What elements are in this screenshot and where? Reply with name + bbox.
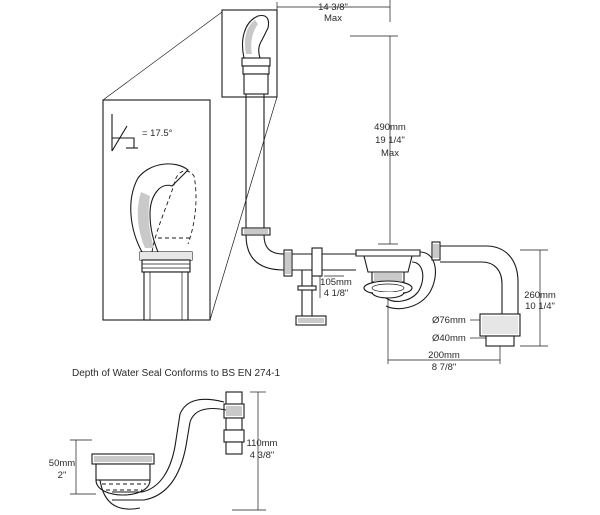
- bottom-dimension-lines: [70, 391, 266, 511]
- horiz-in: 8 7/8": [432, 362, 457, 373]
- outlet-height-in: 4 1/8": [324, 288, 349, 299]
- trap2-in: 4 3/8": [250, 450, 275, 461]
- angle-symbol: [111, 114, 138, 152]
- trap-assembly: [355, 241, 521, 347]
- caption-title: Depth of Water Seal Conforms to BS EN 27…: [72, 368, 280, 379]
- top-width-dim: 14 3/8": [318, 2, 348, 13]
- horiz-mm: 200mm: [428, 350, 460, 361]
- seal-mm: 50mm: [49, 458, 75, 469]
- top-width-max: Max: [324, 13, 342, 24]
- height-dim-mm: 490mm: [374, 122, 406, 133]
- trap-height-in: 10 1/4": [525, 301, 555, 312]
- dia-large: Ø76mm: [432, 315, 466, 326]
- dia-small: Ø40mm: [432, 333, 466, 344]
- angle-label: = 17.5°: [142, 128, 173, 139]
- detail-inset: = 17.5°: [102, 11, 278, 321]
- outlet-height-mm: 105mm: [320, 277, 352, 288]
- height-dim-max: Max: [381, 148, 399, 159]
- trap-height-mm: 260mm: [524, 290, 556, 301]
- height-dim-in: 19 1/4": [375, 135, 405, 146]
- trap2-mm: 110mm: [247, 438, 278, 449]
- water-seal-trap: [91, 391, 245, 510]
- seal-in: 2": [58, 470, 67, 481]
- standpipe-assembly: [221, 9, 356, 326]
- dimension-lines: [276, 0, 548, 364]
